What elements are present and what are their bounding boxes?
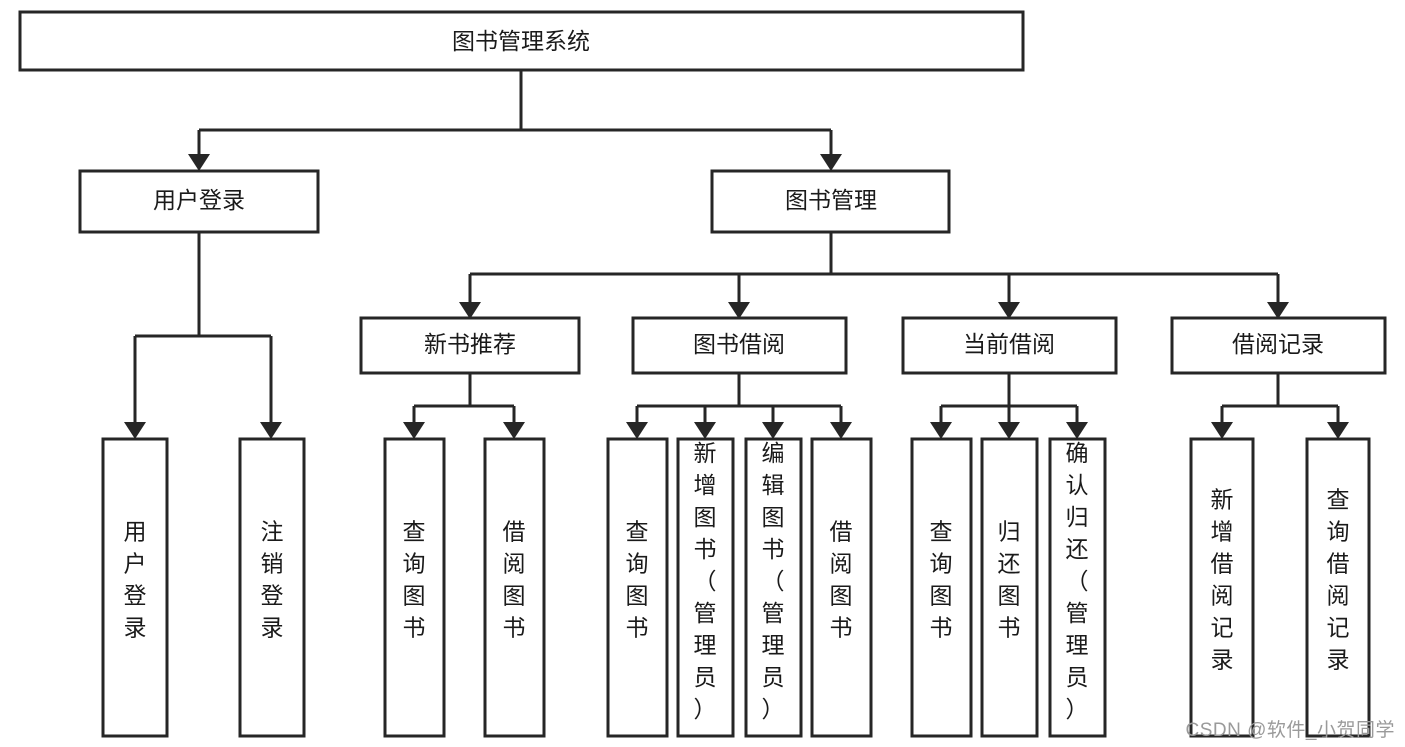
arrow-head-leaf2 — [260, 422, 282, 439]
arrow-head-login — [188, 154, 210, 171]
connector-group-borrow — [626, 373, 852, 439]
connector-group-root — [188, 70, 842, 171]
node-leaf-6[interactable]: 新增图书（管理员） — [676, 437, 735, 738]
node-login-label: 用户登录 — [153, 187, 245, 213]
node-newbook-label: 新书推荐 — [424, 331, 516, 357]
node-leaf-13[interactable]: 查询借阅记录 — [1305, 437, 1371, 738]
node-leaf-6-box[interactable] — [676, 437, 735, 738]
csdn-watermark: CSDN @软件_小贺同学 — [1185, 720, 1395, 741]
node-leaf-3[interactable]: 查询图书 — [383, 437, 446, 738]
node-leaf-7[interactable]: 编辑图书（管理员） — [744, 437, 803, 738]
arrow-head-leaf13 — [1327, 422, 1349, 439]
node-leaf-8[interactable]: 借阅图书 — [810, 437, 873, 738]
node-leaf-9-box[interactable] — [910, 437, 973, 738]
node-leaf-11-label: 确认归还（管理员） — [1066, 440, 1089, 722]
node-leaf-11[interactable]: 确认归还（管理员） — [1048, 437, 1107, 738]
connector-group-newbook — [403, 373, 525, 439]
node-leaf-8-box[interactable] — [810, 437, 873, 738]
node-records[interactable]: 借阅记录 — [1170, 316, 1387, 375]
node-leaf-1-label: 用户登录 — [124, 519, 147, 641]
node-bookmgmt[interactable]: 图书管理 — [710, 169, 951, 234]
node-login-box[interactable] — [78, 169, 320, 234]
connector-group-records — [1211, 373, 1349, 439]
arrow-head-leaf5 — [626, 422, 648, 439]
node-leaf-4-box[interactable] — [483, 437, 546, 738]
node-leaf-11-box[interactable] — [1048, 437, 1107, 738]
node-leaf-1-box[interactable] — [101, 437, 169, 738]
node-leaf-7-box[interactable] — [744, 437, 803, 738]
node-leaf-4-label: 借阅图书 — [503, 519, 526, 641]
node-bookmgmt-box[interactable] — [710, 169, 951, 234]
arrow-head-leaf4 — [503, 422, 525, 439]
node-leaf-13-label: 查询借阅记录 — [1327, 487, 1350, 673]
node-bookmgmt-label: 图书管理 — [785, 187, 877, 213]
arrow-head-leaf3 — [403, 422, 425, 439]
node-records-label: 借阅记录 — [1232, 331, 1324, 357]
node-records-box[interactable] — [1170, 316, 1387, 375]
arrow-head-leaf9 — [930, 422, 952, 439]
arrow-head-leaf6 — [694, 422, 716, 439]
node-leaf-9[interactable]: 查询图书 — [910, 437, 973, 738]
node-current-label: 当前借阅 — [963, 331, 1055, 357]
node-leaf-1[interactable]: 用户登录 — [101, 437, 169, 738]
node-leaf-5-box[interactable] — [606, 437, 669, 738]
node-leaf-2-box[interactable] — [238, 437, 306, 738]
connector-group-current — [930, 373, 1088, 439]
node-leaf-12-box[interactable] — [1189, 437, 1255, 738]
node-leaf-10[interactable]: 归还图书 — [980, 437, 1039, 738]
arrow-head-leaf8 — [830, 422, 852, 439]
node-leaf-7-label: 编辑图书（管理员） — [762, 440, 785, 722]
node-leaf-9-label: 查询图书 — [930, 519, 953, 641]
arrow-head-bookmgmt — [820, 154, 842, 171]
node-root[interactable]: 图书管理系统 — [18, 10, 1025, 72]
node-leaf-12-label: 新增借阅记录 — [1211, 487, 1234, 673]
node-current[interactable]: 当前借阅 — [901, 316, 1118, 375]
arrow-head-current — [998, 302, 1020, 319]
node-leaf-13-box[interactable] — [1305, 437, 1371, 738]
arrow-head-leaf11 — [1066, 422, 1088, 439]
node-leaf-2-label: 注销登录 — [261, 519, 284, 641]
node-leaf-3-label: 查询图书 — [403, 519, 426, 641]
arrow-head-borrow — [728, 302, 750, 319]
node-root-label: 图书管理系统 — [452, 28, 590, 54]
arrow-head-leaf12 — [1211, 422, 1233, 439]
node-leaf-5[interactable]: 查询图书 — [606, 437, 669, 738]
arrow-head-newbook — [459, 302, 481, 319]
node-borrow-box[interactable] — [631, 316, 848, 375]
node-newbook-box[interactable] — [359, 316, 581, 375]
arrow-head-leaf7 — [762, 422, 784, 439]
node-newbook[interactable]: 新书推荐 — [359, 316, 581, 375]
node-leaf-6-label: 新增图书（管理员） — [694, 440, 717, 722]
node-leaf-8-label: 借阅图书 — [830, 519, 853, 641]
node-borrow[interactable]: 图书借阅 — [631, 316, 848, 375]
node-leaf-4[interactable]: 借阅图书 — [483, 437, 546, 738]
node-leaf-10-label: 归还图书 — [998, 519, 1021, 641]
arrow-head-leaf1 — [124, 422, 146, 439]
arrow-head-leaf10 — [998, 422, 1020, 439]
node-login[interactable]: 用户登录 — [78, 169, 320, 234]
node-root-box[interactable] — [18, 10, 1025, 72]
node-leaf-5-label: 查询图书 — [626, 519, 649, 641]
connector-group-bookmgmt — [459, 232, 1289, 319]
node-borrow-label: 图书借阅 — [693, 331, 785, 357]
connector-group-login — [124, 232, 282, 439]
node-leaf-3-box[interactable] — [383, 437, 446, 738]
arrow-head-records — [1267, 302, 1289, 319]
node-leaf-2[interactable]: 注销登录 — [238, 437, 306, 738]
node-leaf-12[interactable]: 新增借阅记录 — [1189, 437, 1255, 738]
node-current-box[interactable] — [901, 316, 1118, 375]
node-leaf-10-box[interactable] — [980, 437, 1039, 738]
